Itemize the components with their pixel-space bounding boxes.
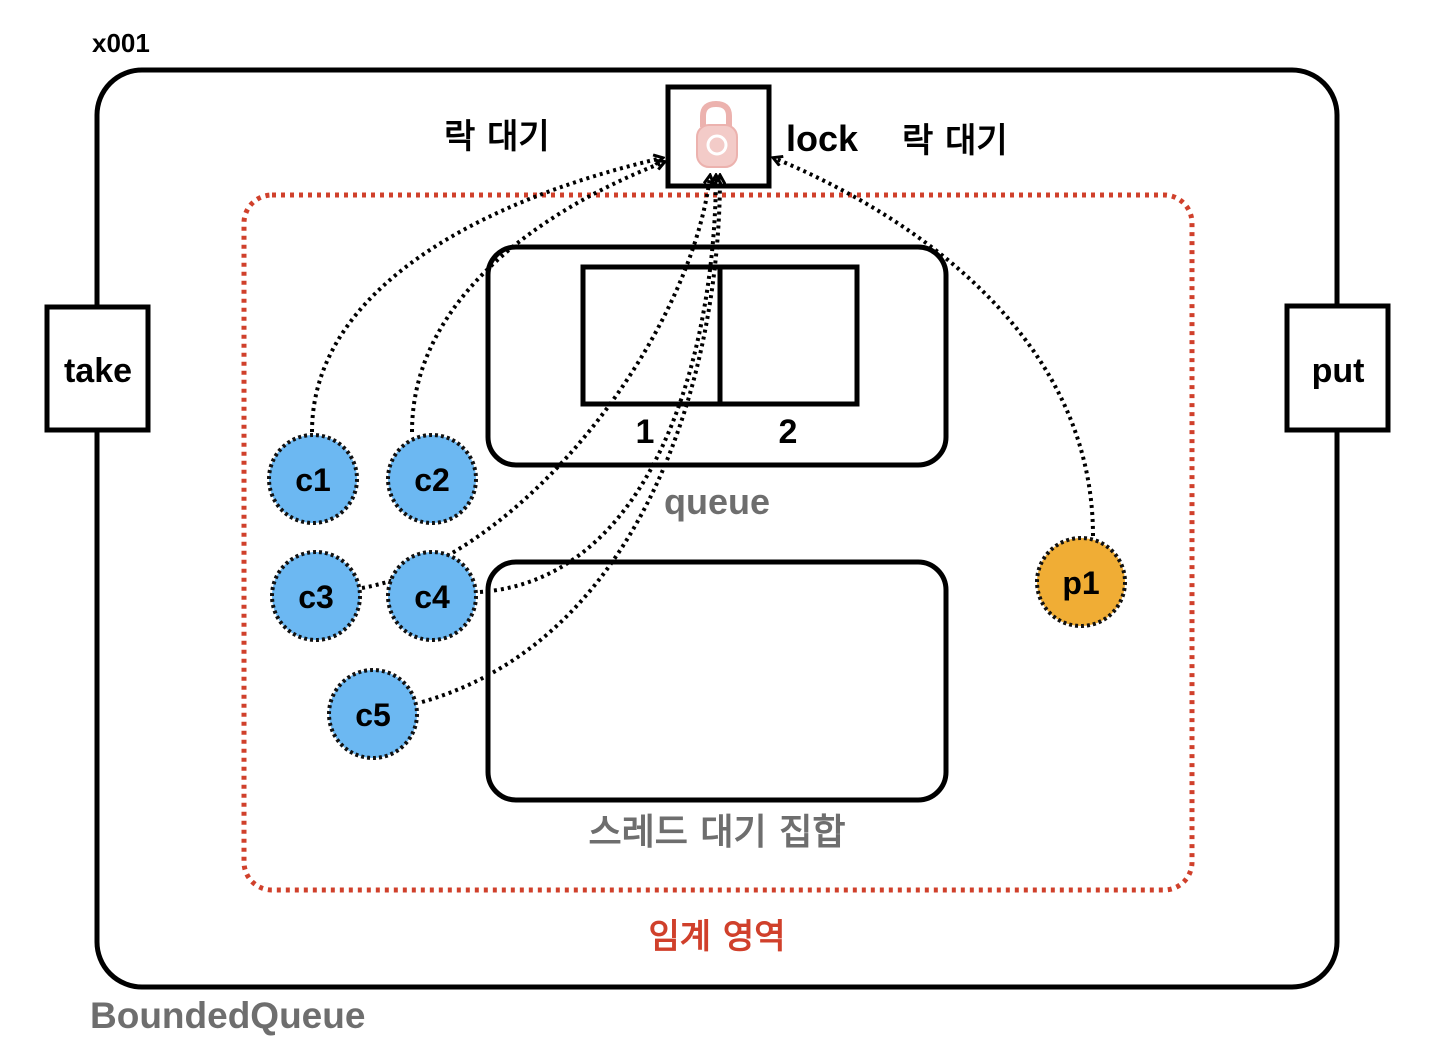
arrow-c3-to-lock: [361, 176, 710, 590]
class-name-label: BoundedQueue: [90, 995, 365, 1036]
critical-section-border: [241, 192, 1195, 893]
lock-icon: [696, 100, 738, 168]
bounded-queue-box: [94, 67, 1340, 990]
thread-p1-label: p1: [1062, 565, 1099, 601]
thread-c4: c4: [386, 550, 478, 642]
queue-slot-1-label: 1: [636, 413, 655, 451]
thread-c3: c3: [270, 550, 362, 642]
queue-slot-1: [580, 264, 723, 407]
thread-c2-label: c2: [414, 462, 450, 498]
put-method-label: put: [1312, 352, 1365, 390]
lock-label: lock: [786, 118, 859, 159]
arrow-c4-to-lock: [479, 176, 716, 594]
queue-label: queue: [664, 481, 770, 522]
queue-slot-2-label: 2: [779, 413, 798, 451]
take-method-label: take: [64, 352, 132, 390]
lock-wait-left-label: 락 대기: [444, 117, 550, 157]
arrow-c1-to-lock: [310, 158, 662, 433]
arrow-p1-to-lock: [774, 158, 1095, 537]
put-method: put: [1284, 303, 1391, 433]
object-id-label: x001: [92, 28, 150, 58]
thread-c4-label: c4: [414, 579, 450, 615]
critical-section-label: 임계 영역: [649, 917, 786, 957]
arrow-c2-to-lock: [410, 162, 664, 433]
thread-c1: c1: [267, 433, 359, 525]
thread-c1-label: c1: [295, 462, 331, 498]
arrow-c5-to-lock: [421, 176, 720, 704]
thread-wait-set-label: 스레드 대기 집합: [589, 812, 846, 853]
thread-c2: c2: [386, 433, 478, 525]
lock: [665, 84, 772, 189]
queue-slot-2: [717, 264, 860, 407]
thread-wait-set: [485, 559, 949, 803]
queue: 1 2: [485, 244, 949, 468]
thread-c5: c5: [327, 668, 419, 760]
thread-c5-label: c5: [355, 697, 391, 733]
thread-c3-label: c3: [298, 579, 334, 615]
take-method: take: [44, 304, 151, 433]
lock-wait-right-label: 락 대기: [902, 121, 1008, 161]
thread-p1: p1: [1035, 536, 1127, 628]
